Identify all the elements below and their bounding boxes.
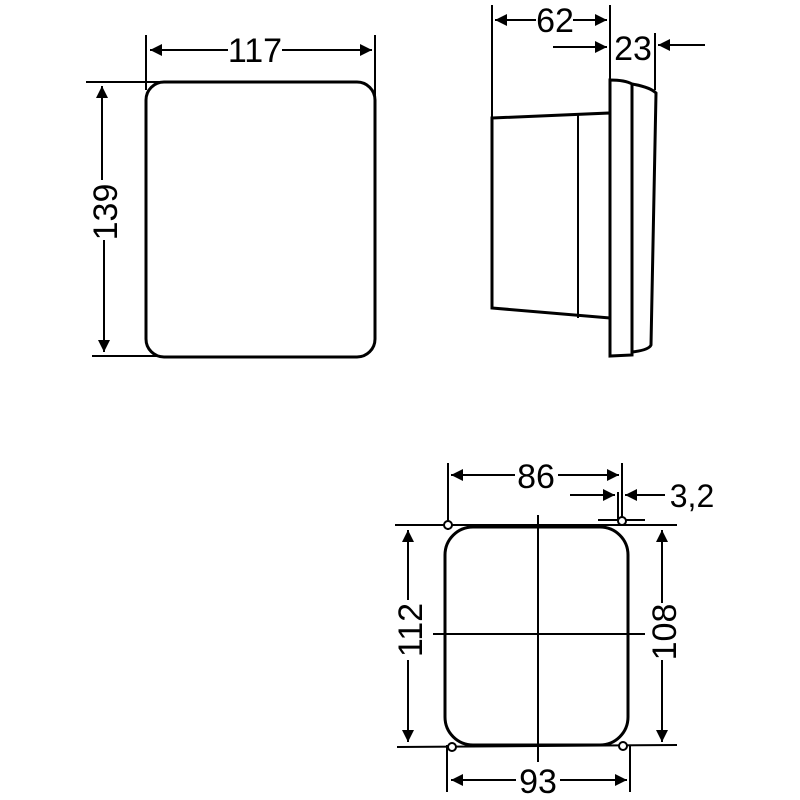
front-view: 117 139: [86, 32, 377, 359]
lamp-front-outline: [144, 80, 377, 359]
dim-cutout-height-112: 112: [392, 603, 430, 657]
dim-depth-62: 62: [536, 2, 574, 40]
lamp-lens-side: [631, 82, 658, 354]
side-view: 62 23: [490, 2, 705, 358]
mounting-hole-top-left: [443, 520, 453, 530]
dim-flange-23: 23: [614, 30, 652, 68]
dim-hole-diameter-3-2: 3,2: [670, 478, 714, 514]
mounting-hole-bottom-left: [447, 742, 457, 752]
lamp-body-side: [490, 111, 612, 320]
mounting-hole-bottom-right: [618, 741, 628, 751]
cutout-outline: [443, 525, 630, 747]
dim-hole-spacing-86: 86: [517, 458, 555, 496]
lamp-flange: [608, 78, 634, 358]
mounting-cutout: 86 3,2 112 108 93: [392, 458, 714, 800]
dim-cutout-width-93: 93: [519, 763, 557, 800]
dim-hole-spacing-108: 108: [646, 604, 684, 661]
dim-height-139: 139: [87, 184, 125, 241]
mounting-hole-top-right: [617, 516, 627, 526]
dim-width-117: 117: [228, 32, 282, 70]
